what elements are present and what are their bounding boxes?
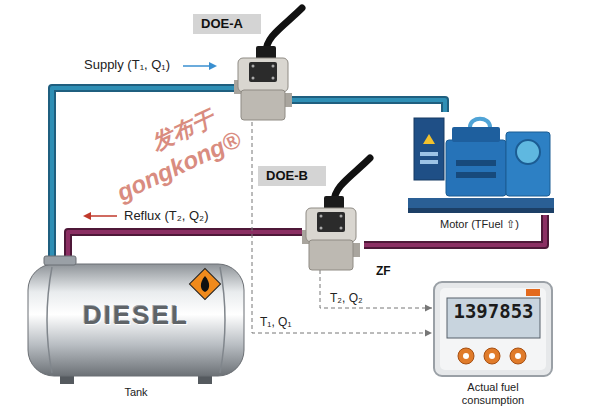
arrowhead [425, 330, 432, 337]
button-dot [515, 353, 521, 359]
sensor-tag: DOE-A [193, 14, 261, 34]
flow-sensor: DOE-B [302, 198, 364, 270]
dashed-line [252, 122, 432, 333]
display-front [440, 288, 546, 370]
cooling-fan [516, 140, 540, 164]
pipe-outline [292, 100, 445, 112]
flow-arrow [183, 65, 210, 67]
tank-marking: DIESEL [28, 300, 244, 331]
engine-block [446, 140, 506, 196]
button [484, 348, 500, 364]
cabinet-vent [420, 152, 438, 156]
fuel-pipe [364, 215, 545, 245]
brand-mark [526, 289, 540, 296]
flow-label: T₁, Q₁ [258, 315, 293, 329]
engine-detail [456, 160, 496, 166]
flow-arrowhead [83, 212, 91, 220]
warning-sign [423, 134, 435, 144]
display-housing [434, 282, 552, 376]
tank-shell [28, 264, 244, 376]
arrowhead [425, 305, 432, 312]
caption-text: Tank [28, 386, 244, 399]
tank-seam [47, 267, 52, 373]
caption-text: Actual fuel consumption [438, 381, 548, 407]
flow-computer: ZF1397853Actual fuel consumption [432, 280, 554, 378]
intake-pipe [470, 119, 490, 127]
generator-skid [408, 208, 554, 213]
hazard-diamond [189, 268, 220, 299]
button-dot [489, 353, 495, 359]
flow-arrowhead [209, 62, 217, 70]
signal-line [252, 122, 432, 337]
fuel-pipe [292, 100, 445, 112]
alternator [506, 132, 550, 196]
diesel-generator: Motor (TFuel ⇧) [405, 112, 557, 215]
control-cabinet [414, 118, 444, 180]
flame-symbol [201, 276, 209, 292]
pipe-outline [68, 232, 302, 262]
tank-seam [220, 267, 225, 373]
engine-detail [456, 172, 496, 178]
flow-label: Supply (T₁, Q₁) [82, 57, 172, 73]
lcd-screen [447, 298, 540, 338]
button-dot [463, 353, 469, 359]
flow-arrow [90, 215, 117, 217]
cylinder-head [452, 127, 500, 142]
lcd-reading: 1397853 [447, 300, 540, 323]
pipe-core [68, 232, 302, 262]
flow-label: T₂, Q₂ [328, 291, 365, 305]
fuel-pipe [68, 232, 302, 262]
button [458, 348, 474, 364]
caption-text: Motor (TFuel ⇧) [440, 218, 519, 231]
sensor-tag: DOE-B [258, 166, 326, 186]
pipe-outline [364, 215, 545, 245]
cabinet-vent [420, 160, 438, 164]
pipe-core [292, 100, 445, 112]
flow-sensor: DOE-A [234, 48, 292, 122]
flow-label: Reflux (T₂, Q₂) [122, 208, 211, 224]
fuel-tank: DIESELTank [28, 262, 244, 378]
tank-fitting [44, 256, 76, 265]
pipe-core [364, 215, 545, 245]
device-tag: ZF [376, 264, 391, 278]
button [510, 348, 526, 364]
